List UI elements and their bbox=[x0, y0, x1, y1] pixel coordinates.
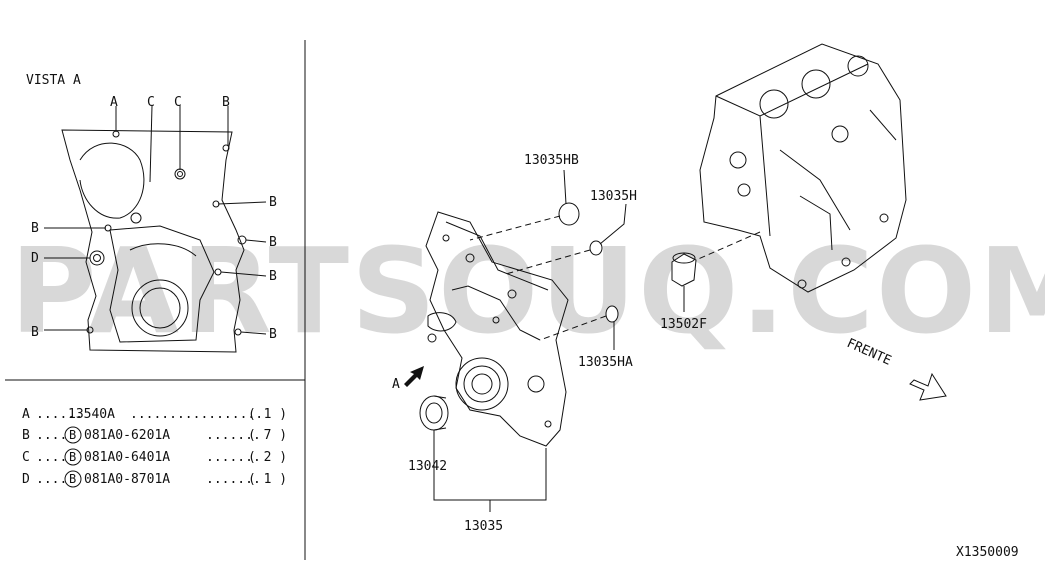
svg-text:A: A bbox=[22, 407, 30, 422]
assembly-line bbox=[695, 231, 761, 261]
svg-text:B: B bbox=[69, 450, 76, 464]
front-cover-outline-view bbox=[44, 105, 267, 353]
label-13042: 13042 bbox=[408, 459, 447, 474]
legend-part-c: 081A0-6401A bbox=[84, 450, 170, 465]
legend-qty-d: ( 1 ) bbox=[248, 472, 287, 487]
side-letter-b2: B bbox=[31, 325, 39, 340]
bolt-symbol-icon bbox=[64, 426, 82, 444]
view-letter-b: B bbox=[222, 95, 230, 110]
plug-13035ha bbox=[605, 305, 619, 323]
label-13035h: 13035H bbox=[590, 189, 637, 204]
oil-seal-part bbox=[419, 395, 449, 431]
view-label: VISTA A bbox=[26, 73, 81, 88]
legend-part-b: 081A0-6201A bbox=[84, 428, 170, 443]
side-letter-d: D bbox=[31, 251, 39, 266]
front-direction-arrow-icon bbox=[909, 372, 947, 401]
right-letter-b4: B bbox=[269, 327, 277, 342]
assembly-line bbox=[469, 215, 561, 241]
bolt-symbol-icon bbox=[64, 470, 82, 488]
legend-part-a: 13540A bbox=[68, 407, 115, 422]
dowel-sleeve-part bbox=[671, 252, 697, 287]
leader-line bbox=[599, 203, 627, 245]
legend-qty-b: ( 7 ) bbox=[248, 428, 287, 443]
label-13502f: 13502F bbox=[660, 317, 707, 332]
svg-text:.......: ....... bbox=[206, 472, 261, 487]
legend-row-b: B .... B 081A0-6201A ....... ( 7 ) bbox=[22, 426, 287, 444]
view-arrow-label: A bbox=[392, 377, 400, 392]
svg-text:B: B bbox=[69, 428, 76, 442]
svg-text:......: ...... bbox=[36, 407, 83, 422]
view-letter-c1: C bbox=[147, 95, 155, 110]
view-letter-c2: C bbox=[174, 95, 182, 110]
leader-line bbox=[433, 430, 547, 501]
svg-text:B: B bbox=[22, 428, 30, 443]
legend-qty-c: ( 2 ) bbox=[248, 450, 287, 465]
svg-text:D: D bbox=[22, 472, 30, 487]
legend-row-d: D .... B 081A0-8701A ....... ( 1 ) bbox=[22, 470, 287, 488]
label-13035hb: 13035HB bbox=[524, 153, 579, 168]
svg-text:B: B bbox=[69, 472, 76, 486]
assembly-line bbox=[505, 249, 591, 275]
leader-line bbox=[563, 169, 567, 205]
view-letter-a: A bbox=[110, 95, 118, 110]
svg-text:....: .... bbox=[36, 472, 67, 487]
cylinder-block-drawing bbox=[699, 43, 907, 293]
plug-13035h bbox=[589, 240, 603, 256]
label-13035ha: 13035HA bbox=[578, 355, 633, 370]
right-letter-b2: B bbox=[269, 235, 277, 250]
assembly-line bbox=[539, 315, 607, 341]
svg-text:C: C bbox=[22, 450, 30, 465]
front-cover-drawing bbox=[425, 211, 569, 447]
view-arrow-icon bbox=[404, 366, 424, 387]
label-13035: 13035 bbox=[464, 519, 503, 534]
svg-text:.................: ................. bbox=[130, 407, 263, 422]
bolt-symbol-icon bbox=[64, 448, 82, 466]
svg-text:.......: ....... bbox=[206, 428, 261, 443]
legend-row-a: A ...... 13540A ................. ( 1 ) bbox=[22, 407, 287, 422]
right-letter-b1: B bbox=[269, 195, 277, 210]
legend-qty-a: ( 1 ) bbox=[248, 407, 287, 422]
svg-text:....: .... bbox=[36, 428, 67, 443]
plug-13035hb bbox=[558, 202, 580, 226]
svg-text:.......: ....... bbox=[206, 450, 261, 465]
svg-text:....: .... bbox=[36, 450, 67, 465]
right-letter-b3: B bbox=[269, 269, 277, 284]
side-letter-b1: B bbox=[31, 221, 39, 236]
legend-part-d: 081A0-8701A bbox=[84, 472, 170, 487]
diagram-code: X1350009 bbox=[956, 545, 1019, 560]
legend-row-c: C .... B 081A0-6401A ....... ( 2 ) bbox=[22, 448, 287, 466]
